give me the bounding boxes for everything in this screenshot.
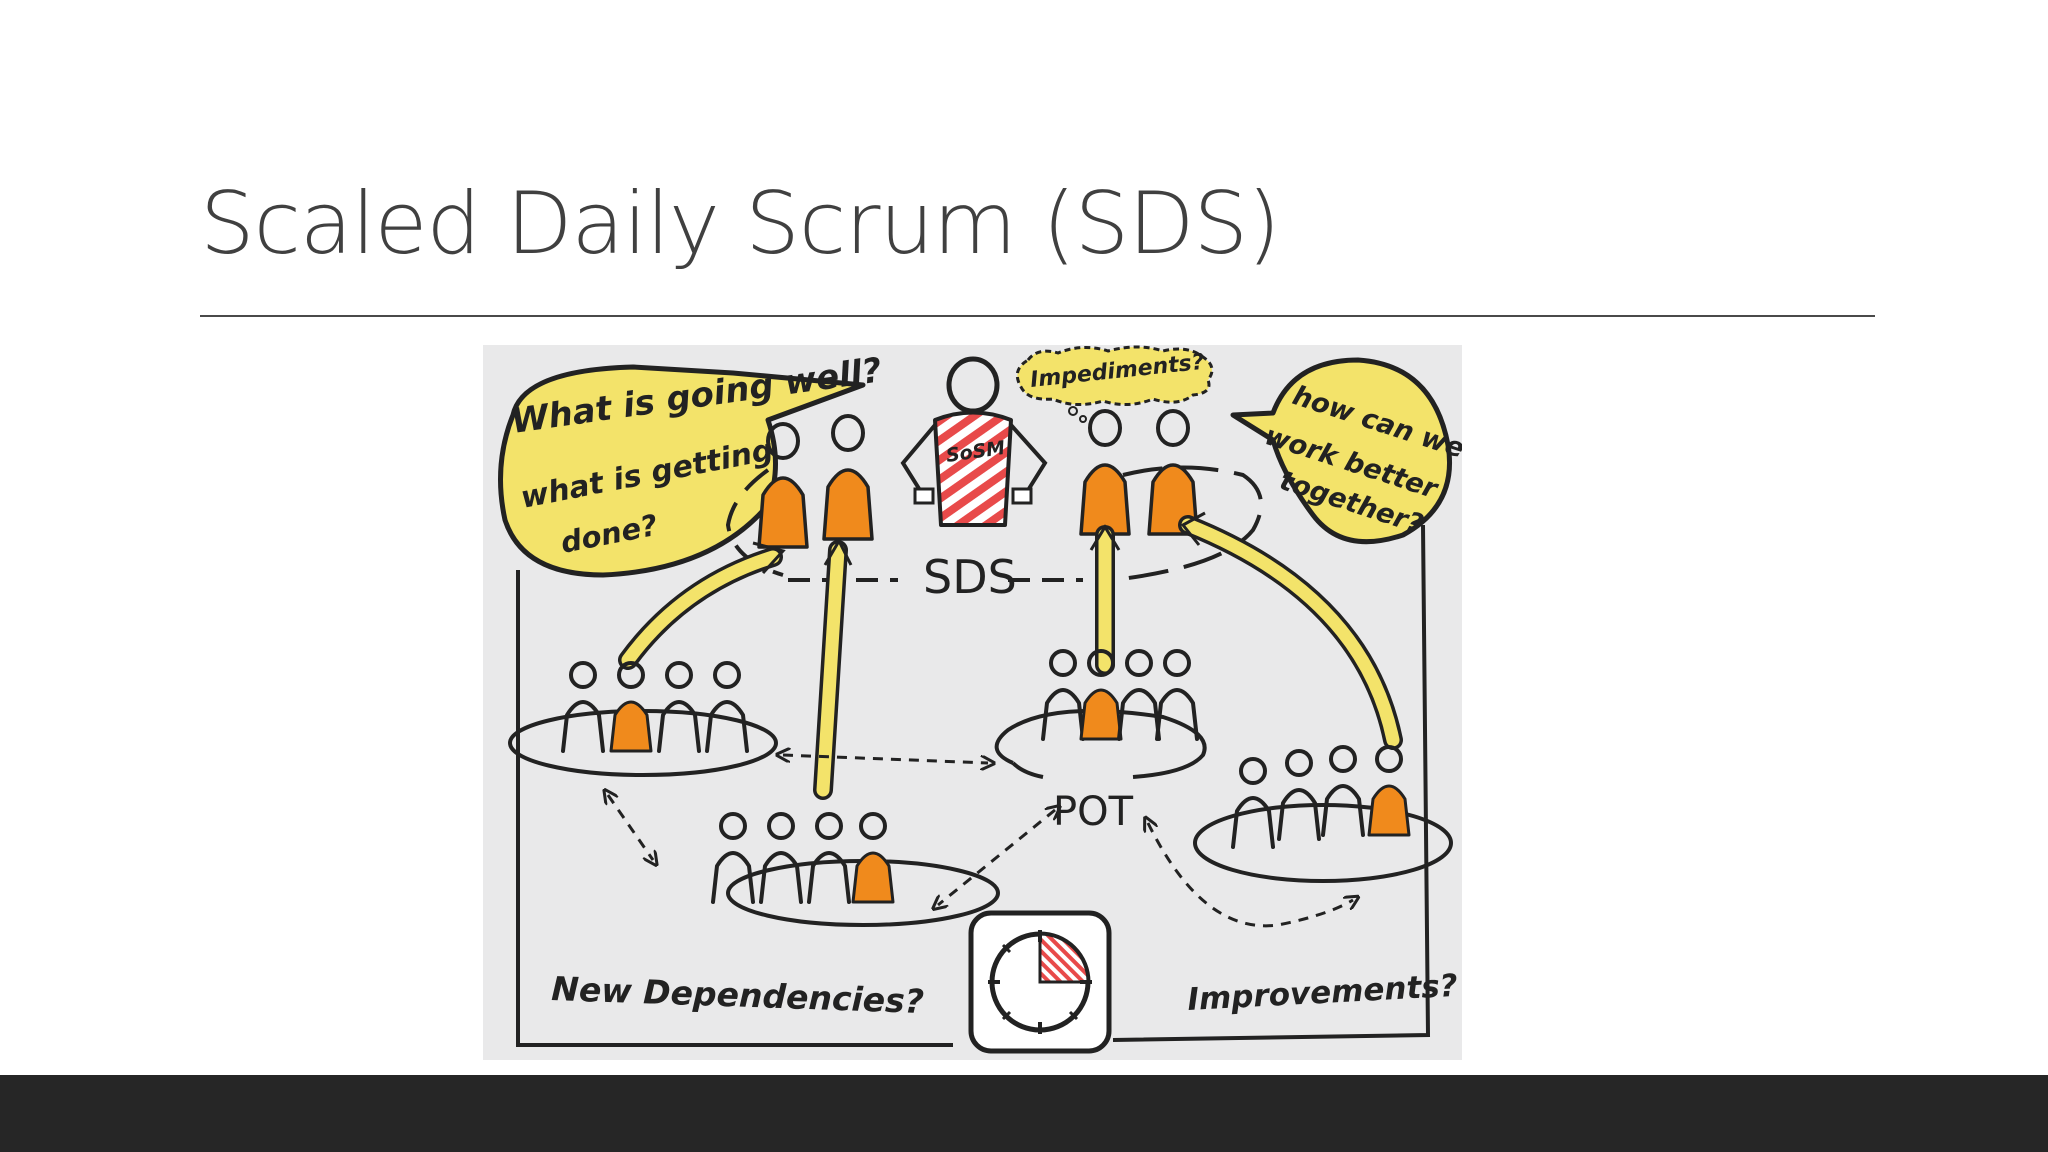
sds-sketch-svg: What is going well? what is getting done…: [498, 345, 1462, 1054]
slide-title: Scaled Daily Scrum (SDS): [200, 174, 1281, 274]
improvements-label: Improvements?: [1187, 968, 1459, 1018]
sosm-figure: SoSM: [900, 356, 1048, 527]
team-bottom: [711, 812, 1000, 927]
team-center: POT: [994, 649, 1207, 835]
timebox-clock-icon: [968, 910, 1112, 1054]
dependency-arrows: [608, 755, 1353, 928]
title-divider: [200, 315, 1875, 317]
sds-sketch-illustration: What is going well? what is getting done…: [483, 345, 1462, 1060]
sheet-border-right: [1112, 524, 1431, 1042]
pot-label: POT: [1053, 789, 1134, 835]
sheet-border-left: [516, 570, 953, 1047]
team-right: [1193, 745, 1453, 883]
new-dependencies-label: New Dependencies?: [551, 969, 925, 1021]
team-left: [508, 661, 778, 777]
impediments-thought-cloud: Impediments?: [1015, 345, 1214, 423]
speech-bubble-right: how can we work better together?: [1230, 357, 1462, 545]
speech-bubble-left: What is going well? what is getting done…: [498, 350, 884, 578]
bottom-bar: [0, 1075, 2048, 1152]
yellow-arrows: [618, 511, 1403, 800]
sds-label: SDS: [923, 550, 1017, 604]
slide: Scaled Daily Scrum (SDS): [200, 174, 1875, 1060]
